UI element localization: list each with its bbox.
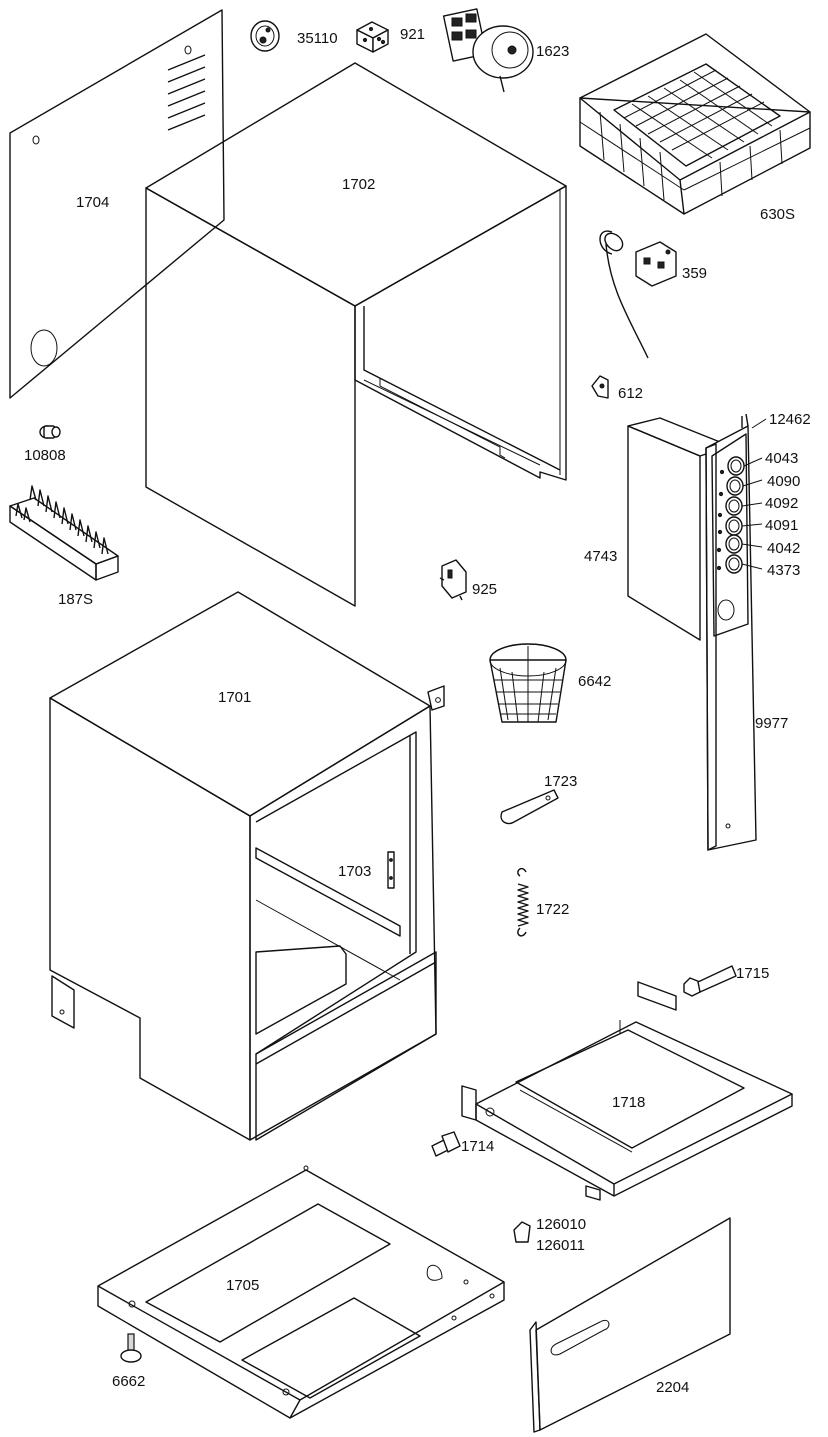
label-4091: 4091: [765, 517, 798, 534]
part-6662-adjustable-foot: [120, 1333, 142, 1363]
label-6642: 6642: [578, 673, 611, 690]
part-1705-base: [97, 1165, 505, 1419]
label-925: 925: [472, 581, 497, 598]
label-4743: 4743: [584, 548, 617, 565]
label-1723: 1723: [544, 773, 577, 790]
part-1715-pin: [683, 965, 737, 997]
part-1702-hood: [145, 62, 567, 607]
label-1722: 1722: [536, 901, 569, 918]
label-4090: 4090: [767, 473, 800, 490]
part-1703-bracket: [387, 851, 395, 889]
label-359: 359: [682, 265, 707, 282]
label-126011: 126011: [536, 1237, 585, 1254]
part-9977-control-column: [705, 413, 757, 851]
label-1714: 1714: [461, 1138, 494, 1155]
label-2204: 2204: [656, 1379, 689, 1396]
part-6642-cutlery-basket: [489, 643, 567, 723]
label-4373: 4373: [767, 562, 800, 579]
part-1723-lever: [500, 789, 559, 825]
label-126010: 126010: [536, 1216, 586, 1233]
label-4092: 4092: [765, 495, 798, 512]
label-9977: 9977: [755, 715, 788, 732]
part-1722-spring: [517, 867, 529, 937]
part-612-clip: [591, 375, 609, 399]
label-630S: 630S: [760, 206, 795, 223]
label-6662: 6662: [112, 1373, 145, 1390]
label-1701: 1701: [218, 689, 251, 706]
part-187S-plate-rack: [9, 485, 119, 581]
part-1718-frame: [461, 981, 793, 1201]
part-921-terminal-block: [356, 21, 389, 53]
label-612: 612: [618, 385, 643, 402]
part-126010-cap: [513, 1221, 531, 1243]
label-35110: 35110: [297, 30, 338, 47]
part-630S-basket: [579, 33, 811, 215]
part-1714-fitting: [431, 1131, 461, 1157]
part-925-micro-switch: [439, 559, 467, 601]
part-labels: 35110 921 1623 1704 1702 630S 359 612 10…: [24, 26, 811, 1396]
label-10808: 10808: [24, 447, 66, 464]
label-4043: 4043: [765, 450, 798, 467]
label-1704: 1704: [76, 194, 109, 211]
label-921: 921: [400, 26, 425, 43]
label-12462: 12462: [769, 411, 811, 428]
part-10808-plug: [39, 425, 61, 439]
label-4042: 4042: [767, 540, 800, 557]
label-1703: 1703: [338, 863, 371, 880]
leader-lines: [741, 418, 767, 570]
label-1623: 1623: [536, 43, 569, 60]
label-187S: 187S: [58, 591, 93, 608]
part-1701-main-body: [49, 591, 445, 1141]
part-35110-knob: [250, 20, 280, 52]
part-2204-panel: [529, 1217, 731, 1433]
label-1715: 1715: [736, 965, 769, 982]
label-1705: 1705: [226, 1277, 259, 1294]
part-1704-side-panel: [9, 9, 225, 399]
part-359-thermostat: [599, 230, 677, 359]
label-1702: 1702: [342, 176, 375, 193]
label-1718: 1718: [612, 1094, 645, 1111]
part-1623-rotary-switch: [442, 8, 534, 93]
